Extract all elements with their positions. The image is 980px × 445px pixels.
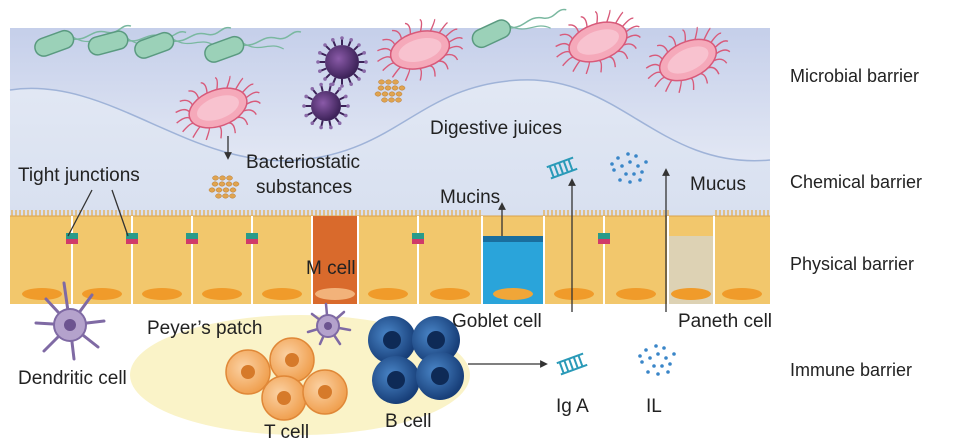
dendritic-cell-left xyxy=(34,281,106,361)
dendritic-cell-patch xyxy=(306,302,352,346)
tight-junctions-label: Tight junctions xyxy=(18,165,140,186)
digestive-juice-layer xyxy=(10,79,770,216)
digestive-juices-label: Digestive juices xyxy=(430,118,562,139)
commensal-bacteria xyxy=(34,8,567,63)
bacteriostatic-label-line1: Bacteriostatic xyxy=(246,152,360,173)
mucins-label: Mucins xyxy=(440,187,500,208)
line-tj-2 xyxy=(111,189,129,237)
il-label: IL xyxy=(646,396,662,417)
paneth-cell-label: Paneth cell xyxy=(678,311,772,332)
cell-nuclei xyxy=(22,288,762,300)
il-dots-lumen xyxy=(610,152,648,184)
wave-boundary xyxy=(9,79,771,162)
dendritic-cell-label: Dendritic cell xyxy=(18,368,127,389)
mucus-label: Mucus xyxy=(690,174,746,195)
iga-molecule-lumen xyxy=(546,156,578,180)
iga-molecule-immune xyxy=(556,352,588,376)
t-cell-label: T cell xyxy=(264,422,309,443)
b-cell-label: B cell xyxy=(385,411,431,432)
line-tj-1 xyxy=(67,189,93,237)
m-cell-label: M cell xyxy=(306,258,356,279)
physical-barrier-label: Physical barrier xyxy=(790,254,914,274)
pathogenic-bacteria xyxy=(175,9,731,141)
peyers-patch-label: Peyer’s patch xyxy=(147,318,262,339)
bacteriostatic-granules xyxy=(208,79,406,199)
goblet-cell-top xyxy=(482,236,544,242)
virus-upper xyxy=(316,36,368,88)
microbial-barrier-label: Microbial barrier xyxy=(790,66,919,86)
goblet-cell-label: Goblet cell xyxy=(452,311,542,332)
bacteriostatic-label-line2: substances xyxy=(256,177,352,198)
tight-junction-markers xyxy=(66,233,610,244)
immune-barrier-label: Immune barrier xyxy=(790,360,912,380)
il-dots-immune xyxy=(638,344,676,376)
chemical-barrier-label: Chemical barrier xyxy=(790,172,922,192)
cell-borders xyxy=(71,216,715,304)
t-cells xyxy=(225,337,348,421)
virus-lower xyxy=(302,82,350,130)
iga-label: Ig A xyxy=(556,396,589,417)
arrows xyxy=(67,136,670,368)
brush-border xyxy=(11,210,769,216)
b-cells xyxy=(368,316,464,404)
